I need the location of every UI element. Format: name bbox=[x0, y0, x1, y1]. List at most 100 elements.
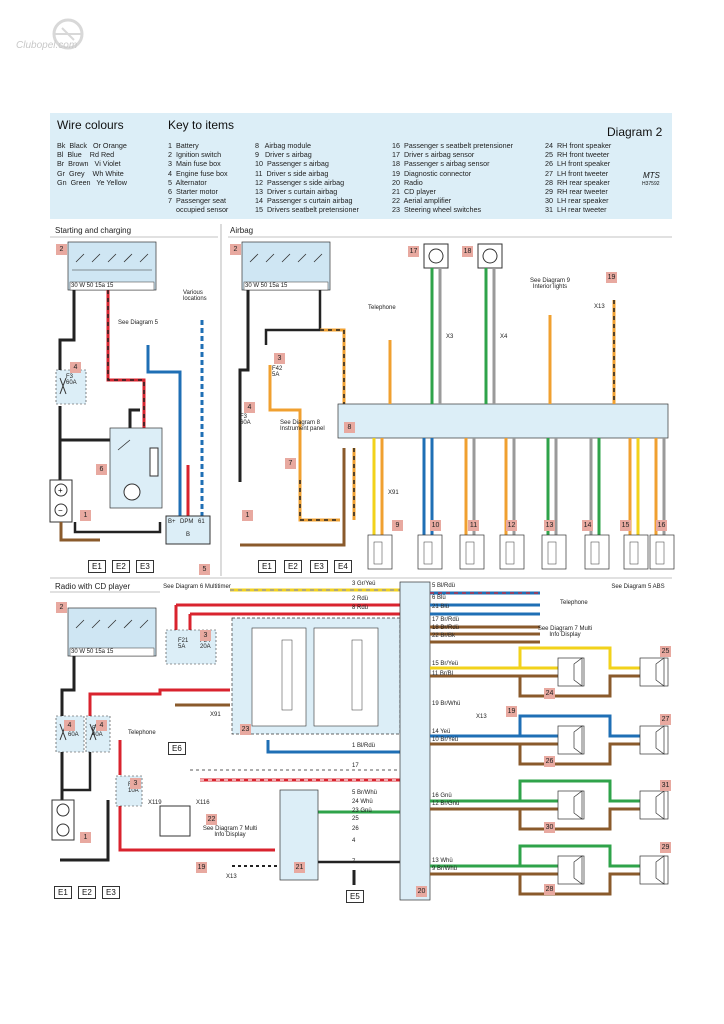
airbag-unit-coil bbox=[373, 541, 383, 565]
ignition-switch-1 bbox=[67, 241, 157, 291]
battery-radio bbox=[51, 799, 75, 841]
radio-pin-right: 19 Br/Whü bbox=[432, 701, 461, 707]
watermark-text: Clubopel.com bbox=[16, 40, 78, 51]
radio-pin-right: 21 Blü bbox=[432, 604, 450, 610]
ground-e6: E6 bbox=[168, 742, 186, 755]
radio-pin-right: 12 Br/Gnü bbox=[432, 801, 460, 807]
label-fuse-f3-start: F3 60A bbox=[66, 374, 77, 386]
ground-e2-airbag: E2 bbox=[284, 560, 302, 573]
tweeter-wire-pos bbox=[518, 714, 640, 738]
item-tag-2: 2 bbox=[230, 244, 241, 255]
radio-pin-right: 18 Br/Rdü bbox=[432, 625, 460, 631]
radio-pin-left: 4 bbox=[352, 838, 356, 844]
label-x3: X3 bbox=[446, 334, 454, 340]
label-x119: X119 bbox=[148, 800, 162, 806]
label-see-d8: See Diagram 8 Instrument panel bbox=[280, 420, 325, 432]
tweeter-wire-neg bbox=[518, 807, 640, 831]
radio-pin-right: 16 Gnü bbox=[432, 793, 452, 799]
steering-wheel-switches-23 bbox=[231, 617, 401, 735]
item-tag-18: 18 bbox=[462, 246, 473, 257]
radio-pin-left: 3 Gr/Yeü bbox=[352, 581, 376, 587]
alternator-5 bbox=[165, 515, 211, 545]
section-starting-title: Starting and charging bbox=[55, 226, 132, 235]
diagram-title: Diagram 2 bbox=[607, 125, 663, 139]
label-telephone-aerial: Telephone bbox=[128, 730, 156, 736]
aerial-amplifier-22 bbox=[159, 805, 191, 837]
section-airbag-title: Airbag bbox=[230, 226, 254, 235]
item-tag-4: 4 bbox=[64, 720, 75, 731]
item-tag-6: 6 bbox=[96, 464, 107, 475]
radio-pin-right: 13 Whü bbox=[432, 858, 453, 864]
airbag-unit bbox=[541, 534, 567, 570]
label-x91-airbag: X91 bbox=[388, 490, 399, 496]
item-tag-24: 24 bbox=[544, 688, 555, 699]
airbag-unit-coil bbox=[629, 541, 639, 565]
item-tag-4: 4 bbox=[244, 402, 255, 413]
item-tag-5: 5 bbox=[199, 564, 210, 575]
airbag-unit-coil bbox=[423, 541, 433, 565]
airbag-sensor-18 bbox=[477, 243, 503, 269]
ground-e1-start: E1 bbox=[88, 560, 106, 573]
label-see-d7-cd: See Diagram 7 Multi Info Display bbox=[202, 826, 258, 838]
label-fuse-f42: F42 5A bbox=[272, 366, 283, 378]
tweeter-wire-neg bbox=[518, 674, 640, 698]
item-tag-3: 3 bbox=[200, 630, 211, 641]
radio-pin-left: 8 Rdü bbox=[352, 605, 369, 611]
radio-pin-left: 26 bbox=[352, 826, 359, 832]
key-title: Key to items bbox=[168, 118, 235, 132]
radio-pin-left: 2 Rdü bbox=[352, 596, 369, 602]
item-tag-23: 23 bbox=[240, 724, 251, 735]
legend-panel: Wire colours Key to items Diagram 2 MTS … bbox=[50, 113, 672, 219]
radio-pin-left: 17 bbox=[352, 763, 359, 769]
item-tag-14: 14 bbox=[582, 520, 593, 531]
radio-pin-right: 15 Br/Yeü bbox=[432, 661, 459, 667]
label-x91-radio: X91 bbox=[210, 712, 221, 718]
starter-motor bbox=[109, 427, 163, 509]
item-tag-1: 1 bbox=[242, 510, 253, 521]
tweeter-cone bbox=[655, 790, 665, 820]
item-tag-25: 25 bbox=[660, 646, 671, 657]
label-see-d5: See Diagram 5 bbox=[118, 320, 159, 326]
airbag-unit bbox=[459, 534, 485, 570]
tweeter-wire-neg bbox=[518, 872, 640, 896]
label-ign-terms-2: 30 W 50 15a 15 bbox=[245, 283, 288, 289]
item-tag-31: 31 bbox=[660, 780, 671, 791]
item-tag-29: 29 bbox=[660, 842, 671, 853]
label-see-d6: See Diagram 6 Multitimer bbox=[163, 584, 231, 590]
radio-pin-right: 10 Br/Yeü bbox=[432, 737, 459, 743]
airbag-sensor-17 bbox=[423, 243, 449, 269]
fuse-f3-start bbox=[55, 369, 87, 405]
item-tag-4: 4 bbox=[70, 362, 81, 373]
tweeter-cone bbox=[655, 725, 665, 755]
radio-pin-left: 25 bbox=[352, 816, 359, 822]
label-various-locations: Various locations bbox=[183, 290, 207, 302]
item-tag-2: 2 bbox=[56, 244, 67, 255]
ground-e4-airbag: E4 bbox=[334, 560, 352, 573]
key-items-col4: 24 RH front speaker 25 RH front tweeter … bbox=[545, 141, 612, 215]
tweeter-wire-neg bbox=[518, 742, 640, 766]
label-x13-cd: X13 bbox=[226, 874, 237, 880]
item-tag-15: 15 bbox=[620, 520, 631, 531]
item-tag-20: 20 bbox=[416, 886, 427, 897]
item-tag-12: 12 bbox=[506, 520, 517, 531]
label-telephone-airbag: Telephone bbox=[368, 305, 396, 311]
item-tag-13: 13 bbox=[544, 520, 555, 531]
radio-outputs bbox=[430, 591, 669, 896]
airbag-unit bbox=[417, 534, 443, 570]
radio-pin-right: 9 Br/Whü bbox=[432, 866, 458, 872]
item-tag-16: 16 bbox=[656, 520, 667, 531]
label-see-d9: See Diagram 9 Interior lights bbox=[529, 278, 571, 290]
label-x13-radio: X13 bbox=[476, 714, 487, 720]
airbag-unit bbox=[499, 534, 525, 570]
label-alt-61: 61 bbox=[198, 519, 205, 525]
radio-20 bbox=[399, 581, 431, 901]
item-tag-1: 1 bbox=[80, 510, 91, 521]
airbag-unit bbox=[623, 534, 649, 570]
item-tag-27: 27 bbox=[660, 714, 671, 725]
label-ign-terms-1: 30 W 50 15a 15 bbox=[71, 283, 114, 289]
airbag-unit bbox=[649, 534, 675, 570]
label-x116: X116 bbox=[196, 800, 210, 806]
item-tag-26: 26 bbox=[544, 756, 555, 767]
